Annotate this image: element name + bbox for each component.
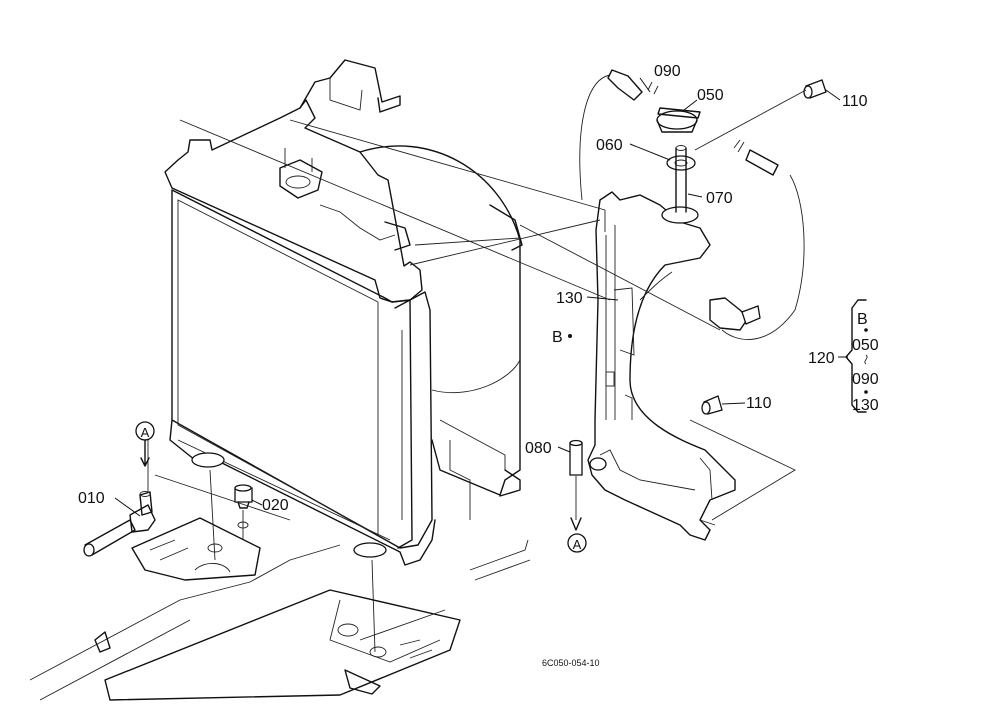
- group-box-to: 090: [852, 371, 879, 388]
- label-020: 020: [262, 497, 289, 514]
- a-ref-top-marker: A: [135, 421, 155, 467]
- a-ref-bottom-text: A: [573, 537, 582, 552]
- leader-lines: [114, 77, 848, 517]
- b-ref-dot: [568, 334, 572, 338]
- group-box-from: 050: [852, 337, 879, 354]
- label-120: 120: [808, 350, 835, 367]
- radiator: [164, 99, 436, 566]
- group-bracket: [845, 299, 868, 413]
- label-130: 130: [556, 290, 583, 307]
- label-060: 060: [596, 137, 623, 154]
- drawing-number: 6C050-054-10: [542, 658, 600, 668]
- cap-assembly: [656, 107, 701, 213]
- group-box-last: 130: [852, 397, 879, 414]
- axis-lines: [147, 89, 807, 653]
- fan-shroud: [299, 59, 523, 520]
- label-090: 090: [654, 63, 681, 80]
- drain-cock: [83, 491, 156, 557]
- a-ref-top-text: A: [141, 425, 150, 440]
- label-080: 080: [525, 440, 552, 457]
- label-110-top: 110: [842, 93, 868, 110]
- label-010: 010: [78, 490, 105, 507]
- label-050: 050: [697, 87, 724, 104]
- label-110-mid: 110: [746, 395, 772, 412]
- label-070: 070: [706, 190, 733, 207]
- hoses: [579, 69, 805, 340]
- frame: [29, 517, 531, 701]
- a-ref-bottom-marker: A: [567, 533, 587, 553]
- group-box-title: B: [857, 311, 868, 328]
- drain-plug: [234, 484, 253, 540]
- hose-pipe: [569, 439, 583, 531]
- reserve-tank: [587, 191, 736, 541]
- fittings: [701, 79, 827, 415]
- label-b-ref: B: [552, 329, 563, 346]
